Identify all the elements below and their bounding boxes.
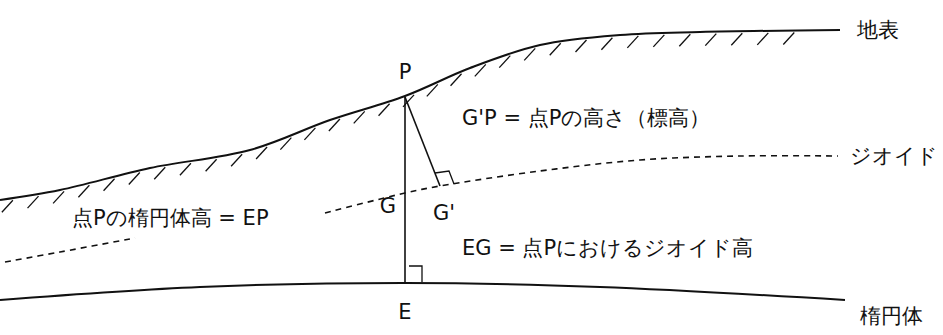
ground-surface <box>0 30 840 200</box>
ground-hatch <box>104 179 115 191</box>
ground-hatch <box>627 36 638 48</box>
geodesy-figure <box>0 30 845 300</box>
right-angle-mark <box>409 266 422 282</box>
ground-hatch <box>451 74 462 86</box>
height-note: G'P = 点Pの高さ（標高） <box>462 106 710 130</box>
ground-hatch <box>129 173 140 185</box>
surface-label: 楕円体 <box>860 304 923 328</box>
ground-hatch <box>256 147 267 159</box>
ground-hatch <box>499 56 510 68</box>
ground-hatch <box>231 154 242 166</box>
ground-hatch <box>28 196 39 208</box>
ground-hatch <box>78 185 89 197</box>
ground-hatch <box>653 35 664 47</box>
ellipsoid-normal <box>404 97 406 283</box>
ground-hatch <box>379 104 390 116</box>
ground-hatch <box>731 33 742 45</box>
ground-hatch <box>757 33 768 45</box>
geoid-line <box>5 238 135 262</box>
point-letter: P <box>399 60 412 84</box>
ground-hatch <box>524 48 535 60</box>
ground-hatch <box>705 34 716 46</box>
right-angle-mark <box>435 171 454 184</box>
geoid-line <box>325 156 838 213</box>
surface-label: 地表 <box>857 18 899 42</box>
ground-hatch <box>475 64 486 76</box>
ground-hatch <box>154 167 165 179</box>
ellipsoid-line <box>0 283 845 300</box>
ground-hatch <box>280 138 291 150</box>
ground-hatch <box>206 159 217 171</box>
ground-hatch <box>180 163 191 175</box>
height-note: EG = 点Pにおけるジオイド高 <box>462 236 753 260</box>
surface-label: ジオイド <box>850 144 938 168</box>
point-letter: G' <box>433 201 455 225</box>
ground-hatch <box>783 33 794 45</box>
point-letter: G <box>380 194 396 218</box>
plumb-line <box>405 97 440 186</box>
ground-hatch <box>601 38 612 50</box>
point-letter: E <box>398 300 411 324</box>
ground-hatch <box>679 34 690 46</box>
ground-hatch <box>576 40 587 52</box>
ground-hatch <box>550 43 561 55</box>
ground-hatch <box>2 200 13 212</box>
ground-hatch <box>329 119 340 131</box>
ground-hatch <box>427 84 438 96</box>
height-note: 点Pの楕円体高 = EP <box>72 206 269 230</box>
ground-hatch <box>53 191 64 203</box>
ground-hatch <box>304 128 315 140</box>
ground-hatch <box>354 111 365 123</box>
